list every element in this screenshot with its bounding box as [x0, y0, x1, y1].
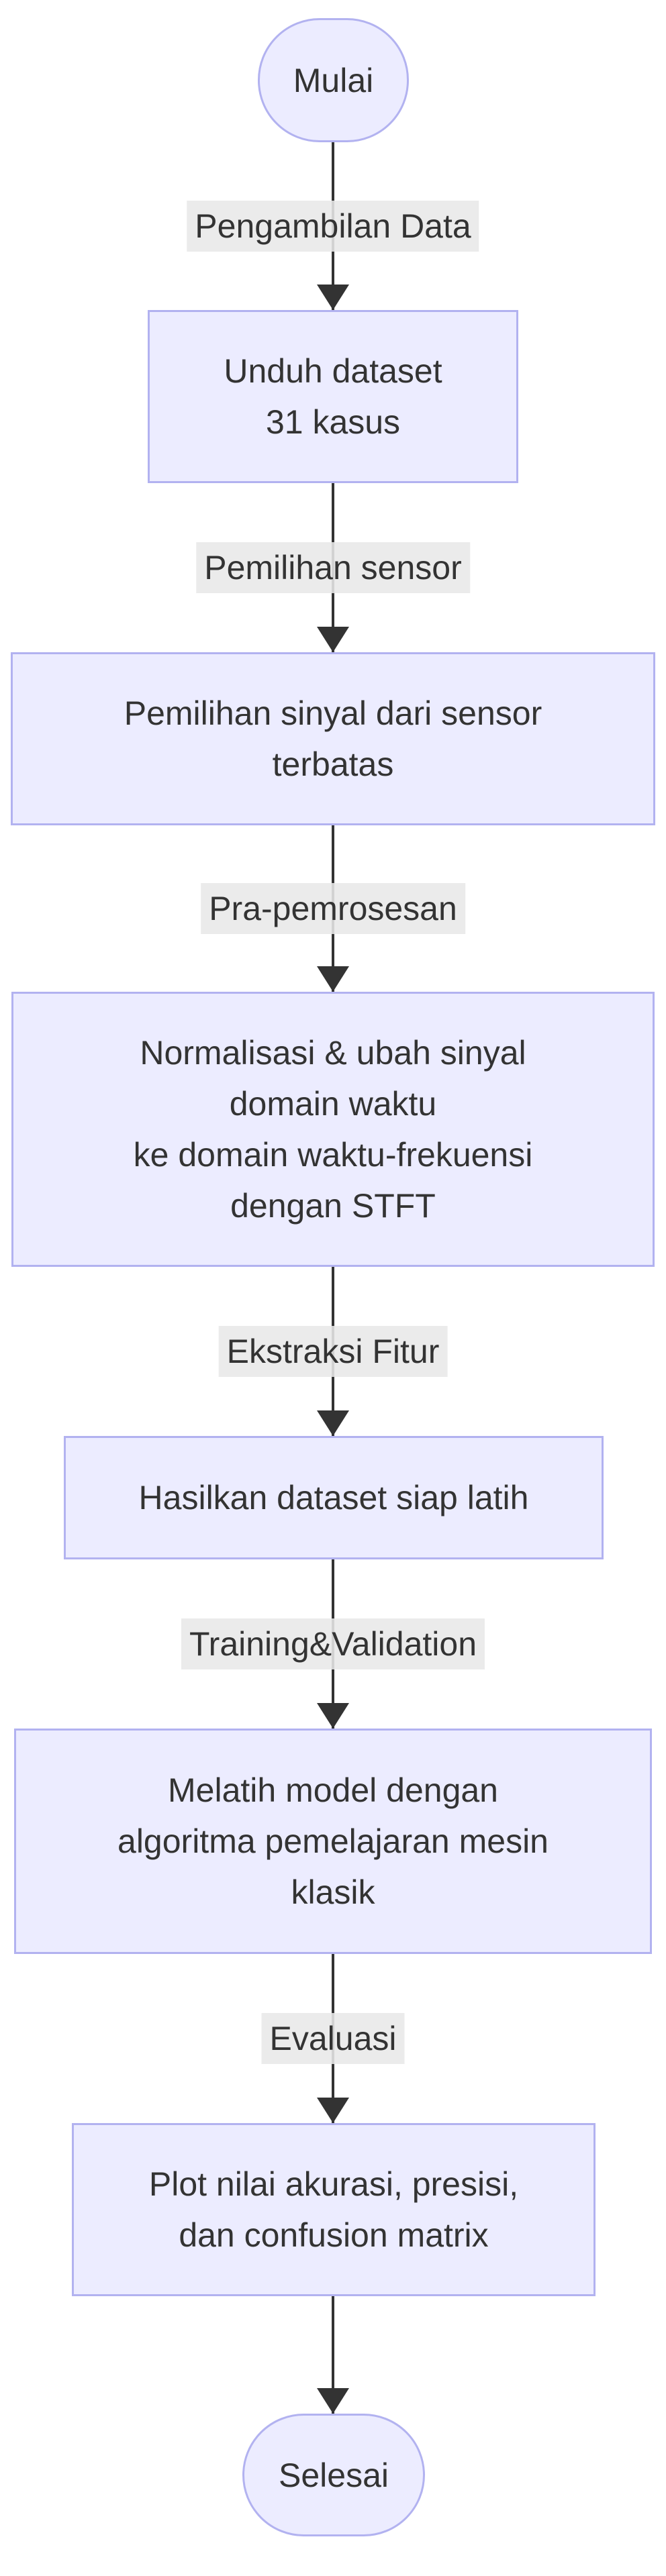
node-normalisasi-stft-label: Normalisasi & ubah sinyal domain waktu k…: [133, 1034, 533, 1225]
node-hasilkan-dataset: Hasilkan dataset siap latih: [64, 1436, 604, 1559]
edge-label-pra-pemrosesan: Pra-pemrosesan: [201, 883, 465, 934]
arrowhead-down-icon: [317, 1410, 349, 1436]
node-melatih-model: Melatih model dengan algoritma pemelajar…: [14, 1729, 652, 1954]
node-plot-hasil-label: Plot nilai akurasi, presisi, dan confusi…: [148, 2165, 519, 2254]
node-melatih-model-label: Melatih model dengan algoritma pemelajar…: [117, 1771, 549, 1911]
arrowhead-down-icon: [317, 2388, 349, 2414]
edge-plot-selesai: [0, 2296, 666, 2414]
node-plot-hasil: Plot nilai akurasi, presisi, dan confusi…: [72, 2123, 596, 2296]
edge-label-ekstraksi-fitur: Ekstraksi Fitur: [218, 1326, 448, 1377]
arrowhead-down-icon: [317, 285, 349, 310]
edge-pemilihan-normalisasi: Pra-pemrosesan: [0, 825, 666, 992]
node-selesai-label: Selesai: [279, 2456, 389, 2494]
edge-label-evaluasi: Evaluasi: [261, 2013, 405, 2064]
edge-normalisasi-hasilkan: Ekstraksi Fitur: [0, 1267, 666, 1436]
node-unduh-dataset-label: Unduh dataset 31 kasus: [224, 352, 442, 441]
edge-label-training-validation: Training&Validation: [181, 1618, 485, 1669]
edge-mulai-unduh: Pengambilan Data: [0, 142, 666, 310]
edge-unduh-pemilihan: Pemilihan sensor: [0, 483, 666, 652]
node-normalisasi-stft: Normalisasi & ubah sinyal domain waktu k…: [11, 992, 655, 1267]
node-pemilihan-sinyal: Pemilihan sinyal dari sensor terbatas: [11, 652, 655, 825]
node-mulai-label: Mulai: [293, 61, 374, 99]
node-unduh-dataset: Unduh dataset 31 kasus: [148, 310, 518, 483]
arrowhead-down-icon: [317, 2098, 349, 2123]
arrowhead-down-icon: [317, 966, 349, 992]
edge-melatih-plot: Evaluasi: [0, 1954, 666, 2123]
edge-line: [332, 2296, 334, 2414]
edge-hasilkan-melatih: Training&Validation: [0, 1559, 666, 1729]
node-pemilihan-sinyal-label: Pemilihan sinyal dari sensor terbatas: [124, 694, 542, 783]
node-selesai: Selesai: [242, 2414, 425, 2536]
node-mulai: Mulai: [258, 18, 409, 142]
edge-label-pengambilan-data: Pengambilan Data: [187, 201, 479, 252]
edge-label-pemilihan-sensor: Pemilihan sensor: [196, 542, 470, 593]
arrowhead-down-icon: [317, 1703, 349, 1729]
node-hasilkan-dataset-label: Hasilkan dataset siap latih: [138, 1479, 529, 1516]
arrowhead-down-icon: [317, 627, 349, 652]
